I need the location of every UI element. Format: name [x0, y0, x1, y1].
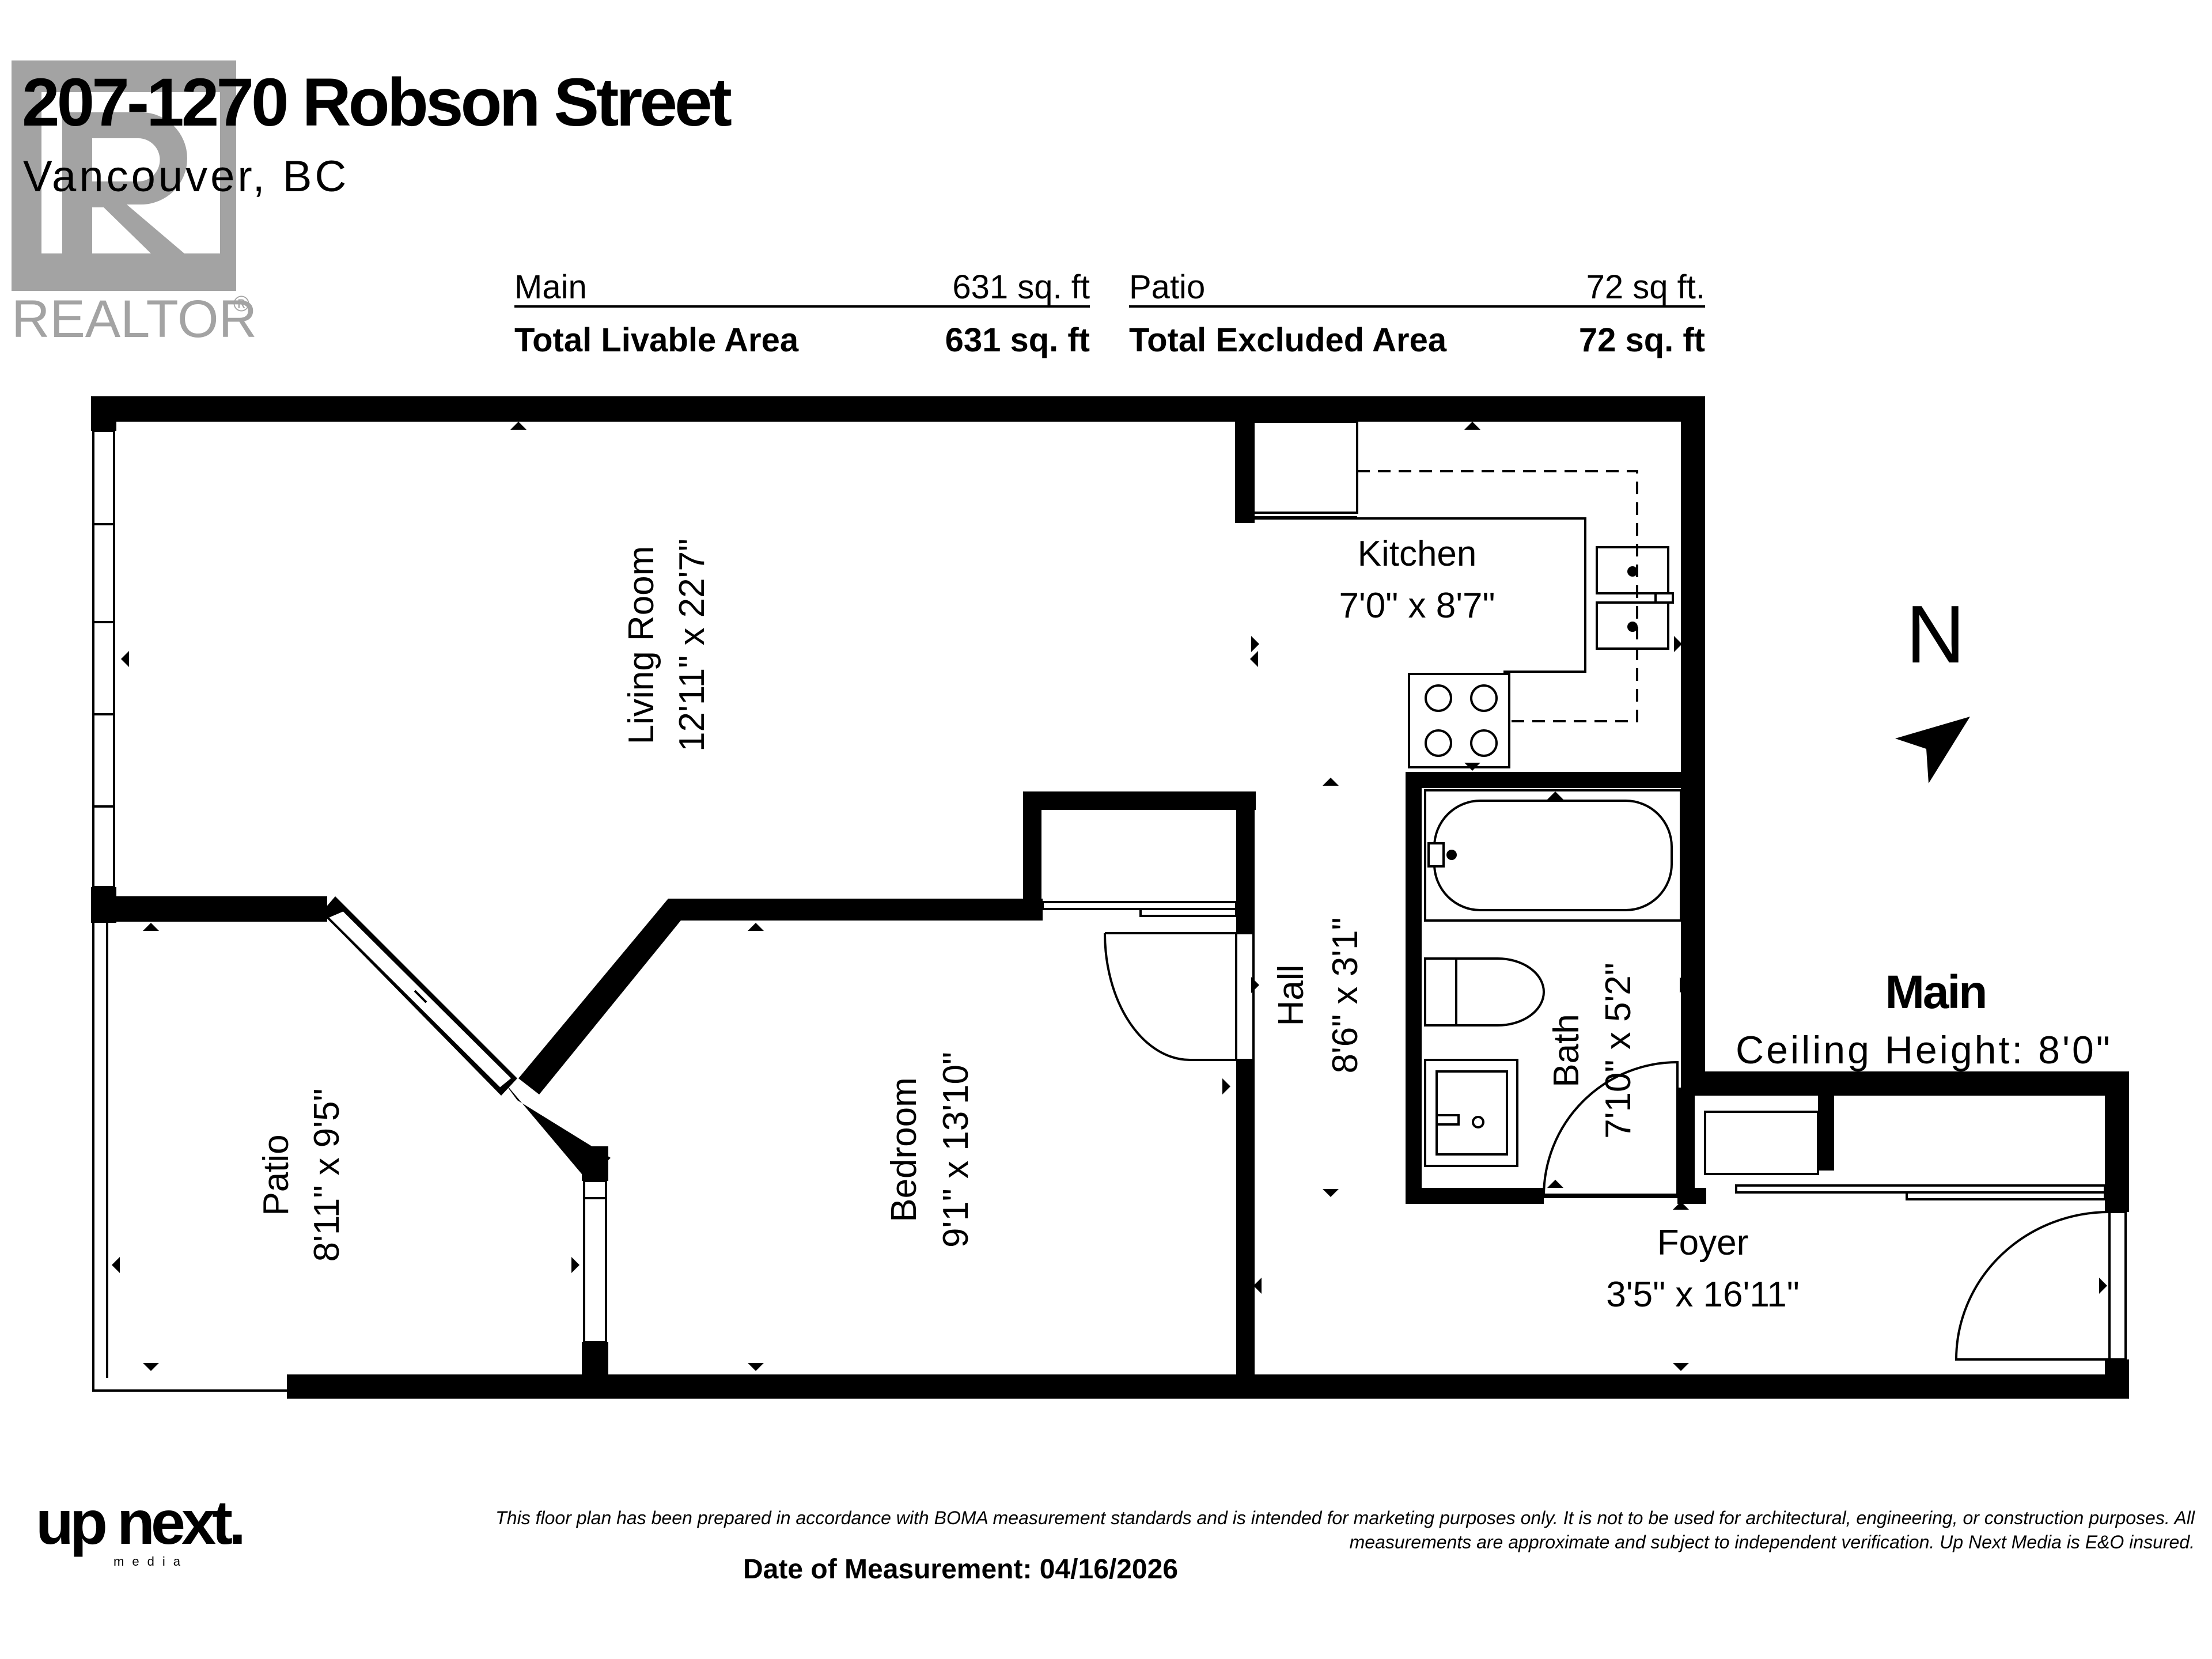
vanity-sink [1435, 1070, 1508, 1156]
livable-area-label: Total Livable Area [514, 321, 799, 359]
room-hall-name: Hall [1271, 965, 1311, 1027]
wall-kitchen-stub [1235, 396, 1255, 523]
room-patio-dims: 8'11" x 9'5" [307, 1089, 347, 1262]
wall-bath-right [1677, 1088, 1695, 1203]
room-foyer-name: Foyer [1657, 1223, 1748, 1263]
wall-bath-bottom [1406, 1188, 1544, 1204]
room-living-dims: 12'11" x 22'7" [672, 539, 712, 752]
room-living-name: Living Room [622, 546, 661, 745]
wall-patio-bedroom-stub [582, 1146, 608, 1181]
vanity [1424, 1059, 1518, 1167]
room-hall-dims: 8'6" x 3'1" [1325, 917, 1365, 1073]
room-kitchen-dims: 7'0" x 8'7" [1339, 586, 1495, 626]
bathtub-basin [1433, 800, 1673, 911]
wall-foyer-corner [2105, 1187, 2129, 1212]
stove-burner [1425, 729, 1452, 757]
realtor-logo-text: REALTOR [12, 290, 257, 349]
toilet-tank [1424, 957, 1457, 1027]
area-summary: Main 631 sq. ft Total Livable Area 631 s… [514, 268, 1705, 359]
room-bath-name: Bath [1547, 1014, 1586, 1088]
wall-left-top [91, 396, 116, 431]
wall-bedroom-top [668, 899, 1043, 921]
ceiling-height: Ceiling Height: 8'0" [1736, 1028, 2112, 1072]
stove-burner [1470, 729, 1498, 757]
doors [1041, 421, 2127, 1361]
wall-bedroom-diag [518, 899, 685, 1094]
realtor-registered-mark: ® [233, 292, 249, 316]
main-area-value: 631 sq. ft [952, 268, 1090, 306]
window-living [92, 430, 115, 888]
room-kitchen-name: Kitchen [1358, 534, 1477, 574]
stove [1408, 673, 1510, 768]
wall-foyer-top [1681, 1071, 2129, 1096]
toilet-bowl [1455, 957, 1545, 1027]
compass-label: N [1906, 589, 1965, 680]
stove-burner [1470, 684, 1498, 712]
room-bedroom-dims: 9'1" x 13'10" [936, 1052, 976, 1248]
bath-fixtures [1424, 789, 1682, 1167]
kitchen-fixtures [1255, 470, 1674, 768]
room-labels: Living Room 12'11" x 22'7" Kitchen 7'0" … [256, 534, 1800, 1315]
wall-top [91, 396, 1705, 422]
wall-closet-top [1023, 791, 1256, 810]
livable-area-value: 631 sq. ft [945, 321, 1090, 359]
room-patio-name: Patio [256, 1134, 296, 1215]
measurement-date: Date of Measurement: 04/16/2026 [743, 1554, 1178, 1585]
sink-bowl-2 [1596, 601, 1669, 650]
brand-name: up next. [36, 1487, 242, 1557]
kitchen-counter [1255, 517, 1586, 673]
patio-boundary [92, 908, 514, 1392]
wall-bedroom-hall [1236, 1060, 1255, 1382]
bathtub [1424, 789, 1682, 922]
stove-burner [1425, 684, 1452, 712]
room-bath-dims: 7'10" x 5'2" [1599, 963, 1638, 1139]
wall-living-patio [91, 896, 327, 922]
window-patio [583, 1180, 607, 1343]
excluded-area-value: 72 sq. ft [1579, 321, 1705, 359]
patio-area-label: Patio [1129, 268, 1205, 306]
wall-right-upper [1681, 396, 1705, 1088]
wall-closet-right [1236, 791, 1255, 935]
north-arrow-icon [1895, 717, 1970, 783]
wall-bath-top [1406, 772, 1694, 788]
room-bedroom-name: Bedroom [884, 1077, 924, 1222]
wall-patio-bedroom-base [582, 1342, 608, 1382]
excluded-area-label: Total Excluded Area [1129, 321, 1447, 359]
walls [91, 396, 2129, 1399]
wall-foyer-closet [1818, 1094, 1834, 1171]
sink-bowl-1 [1596, 546, 1669, 594]
brand-sub: media [113, 1554, 188, 1569]
disclaimer-line-2: measurements are approximate and subject… [1350, 1532, 2195, 1552]
disclaimer-line-1: This floor plan has been prepared in acc… [495, 1508, 2195, 1528]
room-foyer-dims: 3'5" x 16'11" [1606, 1275, 1799, 1315]
wall-closet-left [1023, 791, 1041, 907]
property-address: 207-1270 Robson Street [22, 65, 732, 141]
compass: N [1895, 589, 1970, 783]
floor-level: Main [1885, 966, 1986, 1018]
wall-bottom [287, 1374, 2129, 1399]
measurement-markers [112, 422, 2107, 1371]
windows [92, 430, 607, 1343]
kitchen-upper-cabinets [1357, 470, 1638, 722]
main-area-label: Main [514, 268, 587, 306]
patio-area-value: 72 sq ft. [1586, 268, 1705, 306]
property-city: Vancouver, BC [23, 152, 349, 201]
brand-logo: up next. media [36, 1487, 246, 1569]
realtor-logo: REALTOR ® [12, 60, 257, 349]
